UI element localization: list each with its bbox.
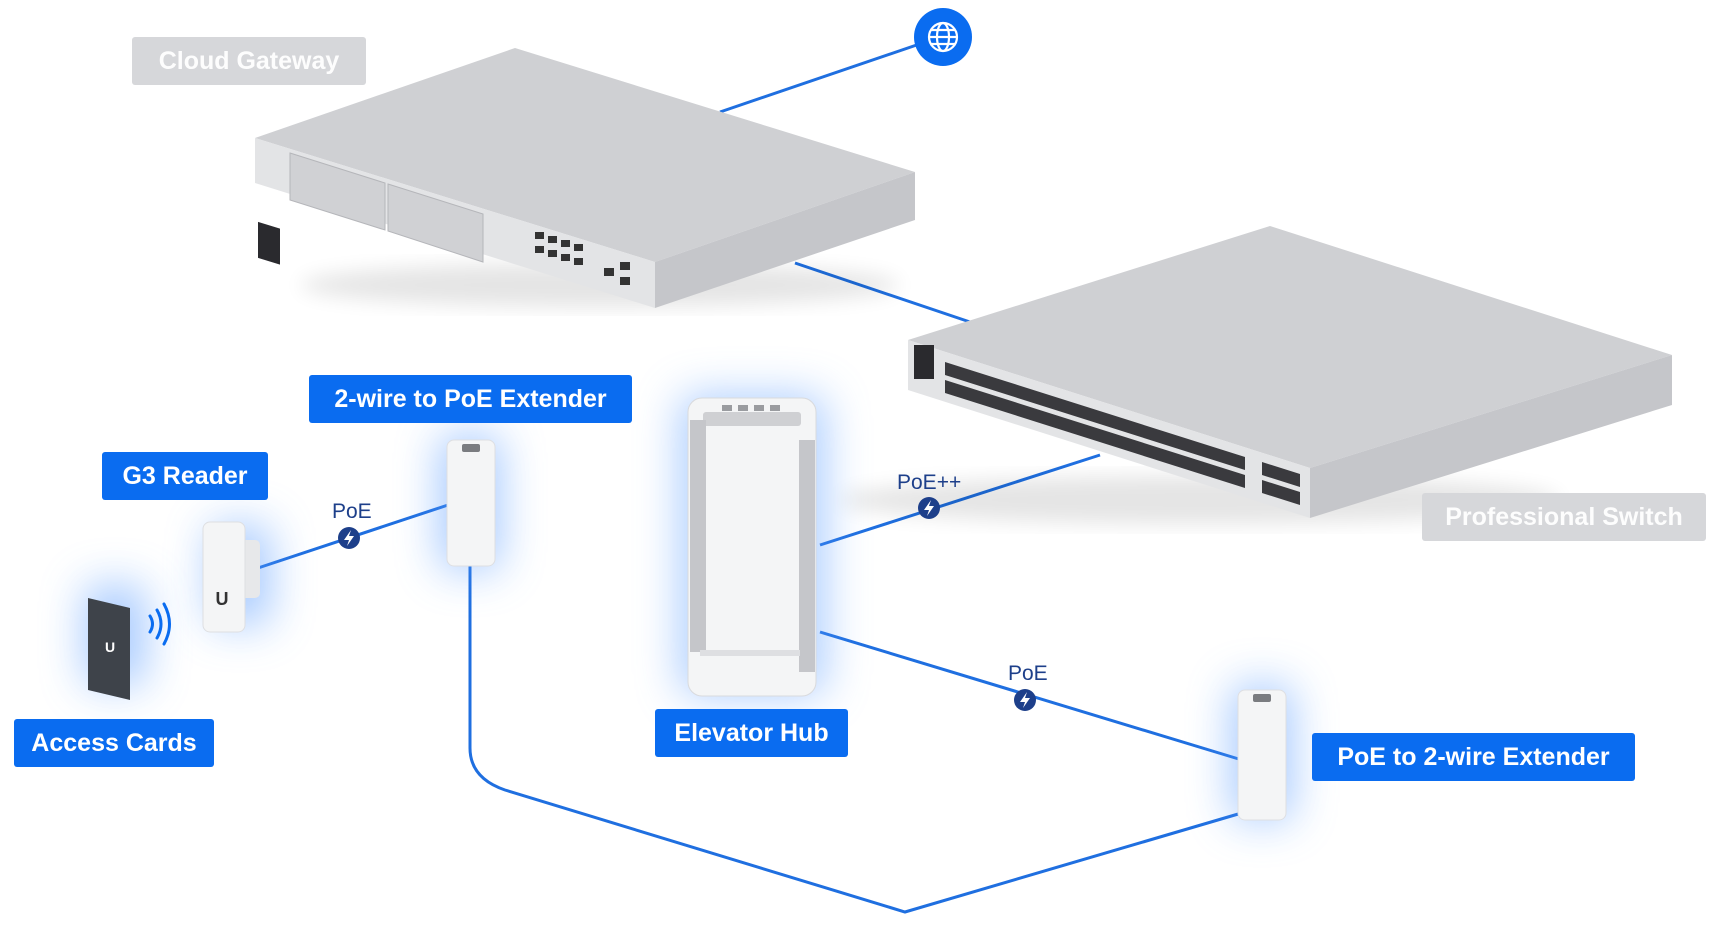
access-card-device: U	[88, 598, 171, 700]
hub-terminals-left	[690, 420, 706, 652]
gateway-display	[258, 221, 280, 265]
internet-link	[719, 34, 944, 114]
hub-terminals-right	[799, 440, 815, 672]
cloud-gateway-label: Cloud Gateway	[132, 37, 366, 85]
bolt-icon	[918, 497, 940, 519]
bolt-icon	[1014, 689, 1036, 711]
poe-to-two-wire-label: PoE to 2-wire Extender	[1312, 733, 1635, 781]
contactless-icon	[148, 602, 171, 646]
two-wire-to-poe-label: 2-wire to PoE Extender	[309, 375, 632, 423]
professional-switch-label: Professional Switch	[1422, 493, 1706, 541]
g3-reader-label: G3 Reader	[102, 452, 268, 500]
gateway-ports	[535, 232, 630, 285]
g3-reader-device: U	[202, 521, 260, 633]
switch-ports	[945, 362, 1300, 505]
professional-switch-device	[840, 226, 1672, 524]
cloud-gateway-device	[255, 48, 915, 308]
switch-display	[914, 345, 934, 379]
poe-to-two-wire-extender-device	[1237, 689, 1287, 821]
two-wire-to-poe-extender-device	[446, 439, 496, 567]
switch-link-label: PoE++	[897, 471, 962, 494]
bolt-icon	[338, 527, 360, 549]
hub-link-label: PoE	[1008, 662, 1048, 685]
elevator-hub-device	[687, 397, 817, 697]
reader-logo: U	[216, 589, 229, 609]
card-logo: U	[105, 639, 115, 655]
access-cards-label: Access Cards	[14, 719, 214, 767]
reader-link-label: PoE	[332, 500, 372, 523]
two-wire-link	[468, 565, 1246, 914]
elevator-hub-label: Elevator Hub	[655, 709, 848, 757]
globe-icon	[914, 8, 972, 66]
